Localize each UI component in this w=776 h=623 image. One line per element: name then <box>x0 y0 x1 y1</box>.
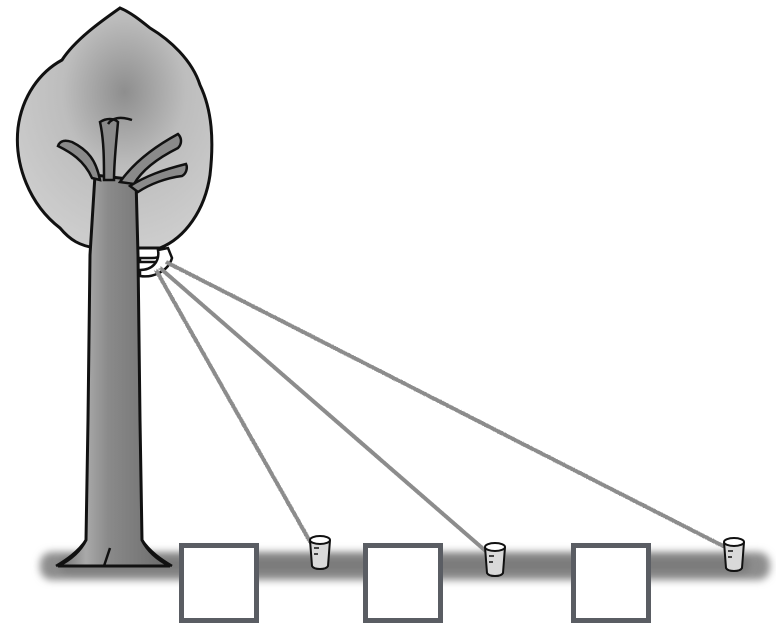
tree-icon <box>15 6 214 568</box>
rope-line-3 <box>165 260 728 550</box>
answer-box-1[interactable] <box>179 543 259 623</box>
peg-icon-3 <box>723 537 745 572</box>
peg-icon-2 <box>484 542 506 577</box>
rope-lines <box>154 260 728 555</box>
rope-line-2 <box>158 266 490 555</box>
peg-icon-1 <box>309 535 331 570</box>
answer-box-2[interactable] <box>363 543 443 623</box>
rope-line-1 <box>154 269 314 546</box>
answer-box-3[interactable] <box>571 543 651 623</box>
